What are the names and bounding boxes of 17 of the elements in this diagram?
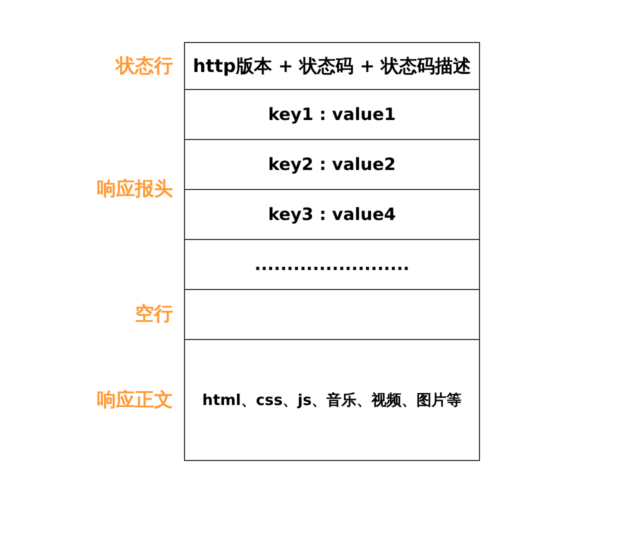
row-text: key3 : value4 [268, 204, 396, 224]
row-text: html、css、js、音乐、视频、图片等 [202, 390, 462, 410]
table-row [184, 140, 480, 190]
row-text: http版本 + 状态码 + 状态码描述 [192, 55, 472, 78]
section-label: 响应正文 [97, 388, 173, 413]
table-row [184, 90, 480, 140]
table-row [184, 42, 480, 90]
row-text: ........................ [254, 254, 410, 274]
table-row [184, 340, 480, 461]
table-row [184, 290, 480, 340]
table-row [184, 190, 480, 240]
row-text: key1 : value1 [268, 104, 396, 124]
section-label: 响应报头 [97, 177, 173, 202]
row-text: key2 : value2 [268, 154, 396, 174]
table-row [184, 240, 480, 290]
section-label: 状态行 [116, 54, 173, 79]
section-label: 空行 [135, 302, 173, 327]
